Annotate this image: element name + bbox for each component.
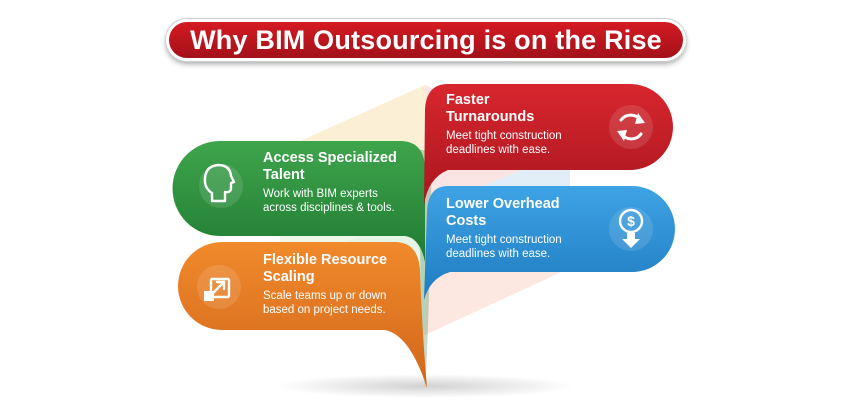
card-flexible-scaling: Flexible Resource Scaling Scale teams up… [263, 252, 387, 317]
card-title-line: Access Specialized [263, 150, 397, 166]
card-title: Faster Turnarounds [446, 92, 562, 126]
card-desc-line: Meet tight construction [446, 130, 562, 142]
floor-shadow [275, 374, 575, 398]
page-title: Why BIM Outsourcing is on the Rise [166, 19, 686, 61]
card-title-line: Talent [263, 167, 305, 183]
card-desc-line: deadlines with ease. [446, 144, 551, 156]
card-specialized-talent: Access Specialized Talent Work with BIM … [263, 150, 397, 215]
card-faster-turnarounds: Faster Turnarounds Meet tight constructi… [446, 92, 562, 157]
card-description: Meet tight construction deadlines with e… [446, 129, 562, 157]
card-description: Scale teams up or down based on project … [263, 289, 387, 317]
card-title-line: Costs [446, 213, 487, 229]
card-title-line: Scaling [263, 269, 315, 285]
scale-arrow-icon [204, 277, 231, 301]
card-title-line: Flexible Resource [263, 252, 388, 268]
card-description: Work with BIM experts across disciplines… [263, 187, 397, 215]
card-title: Lower Overhead Costs [446, 196, 562, 230]
card-desc-line: based on project needs. [263, 304, 386, 316]
card-green-shape [172, 141, 425, 262]
card-orange-shape [178, 242, 427, 388]
refresh-cycle-icon [617, 113, 645, 141]
card-title: Flexible Resource Scaling [263, 252, 387, 286]
card-blue-shape [424, 186, 675, 300]
card-desc-line: Work with BIM experts [263, 188, 378, 200]
card-description: Meet tight construction deadlines with e… [446, 233, 562, 261]
card-title-line: Lower Overhead [446, 196, 560, 212]
card-desc-line: deadlines with ease. [446, 248, 551, 260]
dollar-down-icon: $ [618, 208, 644, 248]
card-lower-overhead: Lower Overhead Costs Meet tight construc… [446, 196, 562, 261]
card-title: Access Specialized Talent [263, 150, 397, 184]
red-icon-circle [609, 105, 653, 149]
svg-text:$: $ [627, 213, 635, 229]
card-desc-line: Scale teams up or down [263, 290, 387, 302]
card-desc-line: across disciplines & tools. [263, 202, 395, 214]
head-profile-icon [203, 163, 236, 203]
card-red-shape [424, 84, 673, 205]
card-desc-line: Meet tight construction [446, 234, 562, 246]
card-title-line: Faster [446, 92, 490, 108]
card-title-line: Turnarounds [446, 109, 535, 125]
